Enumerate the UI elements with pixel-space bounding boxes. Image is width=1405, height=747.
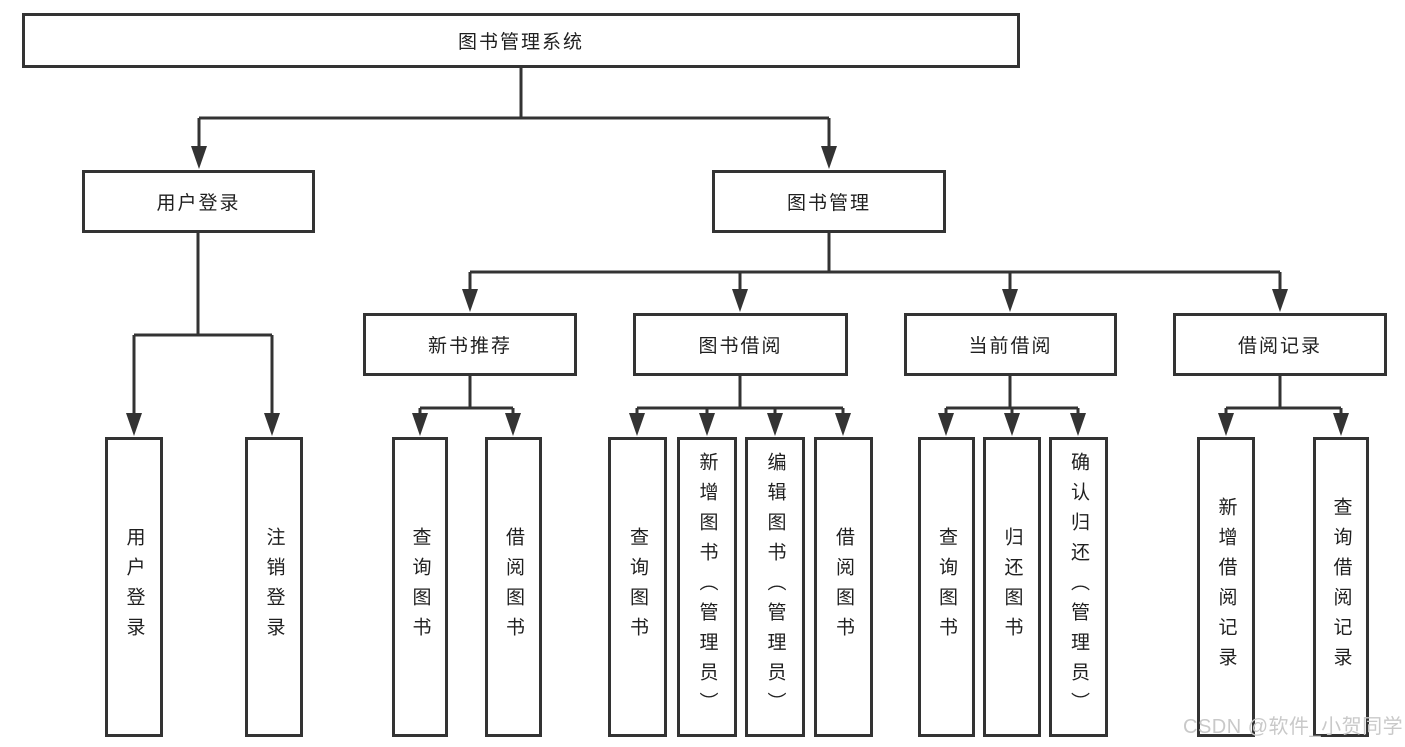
csdn-watermark: CSDN @软件_小贺同学 — [1183, 716, 1404, 738]
node-borrow-records-label: 借阅记录 — [1237, 336, 1322, 357]
leaf-confirm-return-admin-label: 确认归还（管理员） — [1068, 452, 1089, 722]
connector-book-mgmt — [462, 233, 1288, 312]
leaf-user-login: 用户登录 — [105, 437, 163, 737]
leaf-borrow-books-2: 借阅图书 — [814, 437, 873, 737]
leaf-borrow-books-2-label: 借阅图书 — [833, 527, 854, 647]
node-book-borrow: 图书借阅 — [633, 313, 848, 376]
leaf-query-books-3-label: 查询图书 — [936, 527, 957, 647]
leaf-add-book-admin-label: 新增图书（管理员） — [696, 452, 718, 722]
leaf-query-borrow-record: 查询借阅记录 — [1313, 437, 1369, 737]
connector-current-borrow — [938, 376, 1086, 436]
leaf-user-login-label: 用户登录 — [123, 527, 145, 647]
node-library-system: 图书管理系统 — [22, 13, 1020, 68]
node-current-borrow-label: 当前借阅 — [968, 336, 1053, 357]
node-borrow-records: 借阅记录 — [1173, 313, 1387, 376]
node-new-book-rec: 新书推荐 — [363, 313, 577, 376]
connector-new-book — [412, 376, 521, 436]
node-new-book-rec-label: 新书推荐 — [427, 336, 512, 357]
connector-borrow-records — [1218, 376, 1349, 436]
connector-user-login — [126, 233, 280, 436]
leaf-edit-book-admin-label: 编辑图书（管理员） — [764, 452, 786, 722]
leaf-logout-label: 注销登录 — [263, 527, 285, 647]
leaf-borrow-books-1-label: 借阅图书 — [503, 527, 524, 647]
node-book-mgmt: 图书管理 — [712, 170, 946, 233]
connector-book-borrow — [629, 376, 851, 436]
node-book-mgmt-label: 图书管理 — [786, 193, 871, 214]
leaf-add-borrow-record-label: 新增借阅记录 — [1215, 497, 1237, 677]
node-current-borrow: 当前借阅 — [904, 313, 1117, 376]
leaf-query-books-1: 查询图书 — [392, 437, 448, 737]
leaf-add-borrow-record: 新增借阅记录 — [1197, 437, 1255, 737]
leaf-query-books-1-label: 查询图书 — [409, 527, 431, 647]
leaf-logout: 注销登录 — [245, 437, 303, 737]
leaf-confirm-return-admin: 确认归还（管理员） — [1049, 437, 1108, 737]
connector-root — [191, 67, 837, 169]
node-user-login: 用户登录 — [82, 170, 315, 233]
leaf-query-borrow-record-label: 查询借阅记录 — [1330, 497, 1352, 677]
leaf-add-book-admin: 新增图书（管理员） — [677, 437, 737, 737]
leaf-return-book: 归还图书 — [983, 437, 1041, 737]
leaf-edit-book-admin: 编辑图书（管理员） — [745, 437, 805, 737]
node-user-login-label: 用户登录 — [156, 193, 241, 214]
leaf-query-books-2-label: 查询图书 — [627, 527, 648, 647]
leaf-query-books-3: 查询图书 — [918, 437, 975, 737]
leaf-return-book-label: 归还图书 — [1001, 527, 1023, 647]
leaf-query-books-2: 查询图书 — [608, 437, 667, 737]
node-library-system-label: 图书管理系统 — [457, 32, 584, 53]
leaf-borrow-books-1: 借阅图书 — [485, 437, 542, 737]
node-book-borrow-label: 图书借阅 — [698, 336, 783, 357]
